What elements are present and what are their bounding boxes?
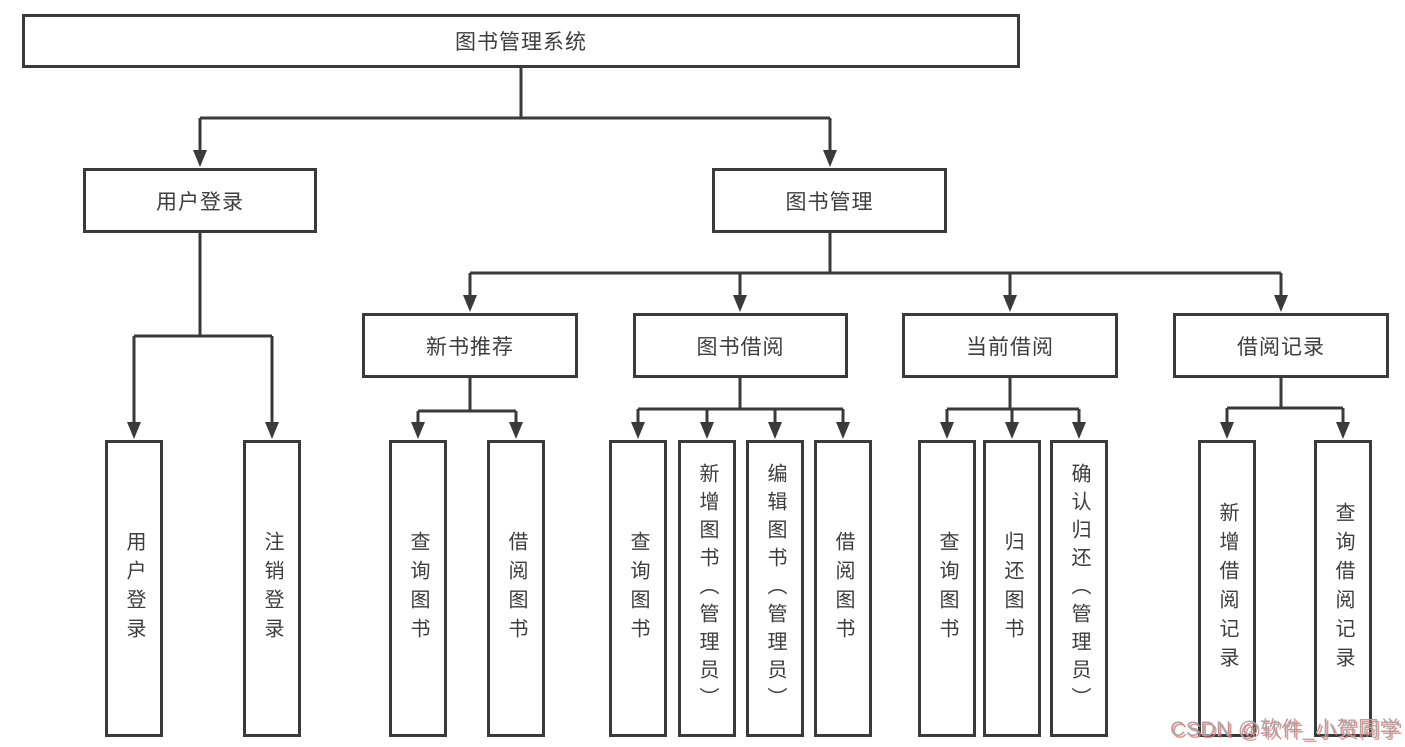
- leaf-query-borrow-record: 查询借阅记录: [1314, 440, 1372, 737]
- leaf-borrow-books: 借阅图书: [814, 440, 872, 737]
- leaf-logout-label: 注销登录: [261, 530, 283, 647]
- node-root-label: 图书管理系统: [455, 31, 587, 54]
- node-user-login: 用户登录: [83, 168, 317, 233]
- leaf-newbook-query-books-label: 查询图书: [407, 530, 429, 647]
- node-new-book-recommend-label: 新书推荐: [426, 335, 514, 359]
- leaf-return-books-label: 归还图书: [1001, 530, 1023, 647]
- leaf-confirm-return-admin-label: 确认归还（管理员）: [1068, 462, 1090, 715]
- leaf-newbook-borrow-books: 借阅图书: [487, 440, 545, 737]
- node-user-login-label: 用户登录: [156, 190, 244, 214]
- node-book-borrow-label: 图书借阅: [696, 335, 785, 359]
- leaf-borrow-query-books-label: 查询图书: [627, 530, 649, 647]
- leaf-user-login-label: 用户登录: [123, 530, 145, 647]
- leaf-current-query-books-label: 查询图书: [936, 530, 958, 647]
- csdn-watermark: CSDN @软件_小贺同学: [1170, 718, 1401, 741]
- leaf-current-query-books: 查询图书: [918, 440, 976, 737]
- leaf-logout: 注销登录: [243, 440, 301, 737]
- node-book-borrow: 图书借阅: [633, 313, 848, 378]
- leaf-add-books-admin: 新增图书（管理员）: [678, 440, 736, 737]
- node-new-book-recommend: 新书推荐: [362, 313, 578, 378]
- leaf-user-login: 用户登录: [105, 440, 163, 737]
- leaf-add-books-admin-label: 新增图书（管理员）: [696, 462, 718, 715]
- leaf-borrow-books-label: 借阅图书: [832, 530, 854, 647]
- leaf-confirm-return-admin: 确认归还（管理员）: [1050, 440, 1108, 737]
- leaf-edit-books-admin: 编辑图书（管理员）: [746, 440, 804, 737]
- node-current-borrow: 当前借阅: [902, 313, 1118, 378]
- leaf-borrow-query-books: 查询图书: [609, 440, 667, 737]
- node-borrow-record-label: 借阅记录: [1237, 335, 1325, 359]
- leaf-newbook-borrow-books-label: 借阅图书: [505, 530, 527, 647]
- node-current-borrow-label: 当前借阅: [966, 335, 1054, 359]
- leaf-add-borrow-record: 新增借阅记录: [1198, 440, 1256, 737]
- node-root: 图书管理系统: [22, 14, 1020, 68]
- leaf-query-borrow-record-label: 查询借阅记录: [1332, 501, 1354, 676]
- leaf-newbook-query-books: 查询图书: [389, 440, 447, 737]
- node-borrow-record: 借阅记录: [1173, 313, 1389, 378]
- leaf-edit-books-admin-label: 编辑图书（管理员）: [764, 462, 786, 715]
- leaf-return-books: 归还图书: [983, 440, 1041, 737]
- node-book-management-label: 图书管理: [785, 190, 874, 214]
- leaf-add-borrow-record-label: 新增借阅记录: [1216, 501, 1238, 676]
- node-book-management: 图书管理: [712, 168, 947, 233]
- arrowheads: [127, 150, 1350, 439]
